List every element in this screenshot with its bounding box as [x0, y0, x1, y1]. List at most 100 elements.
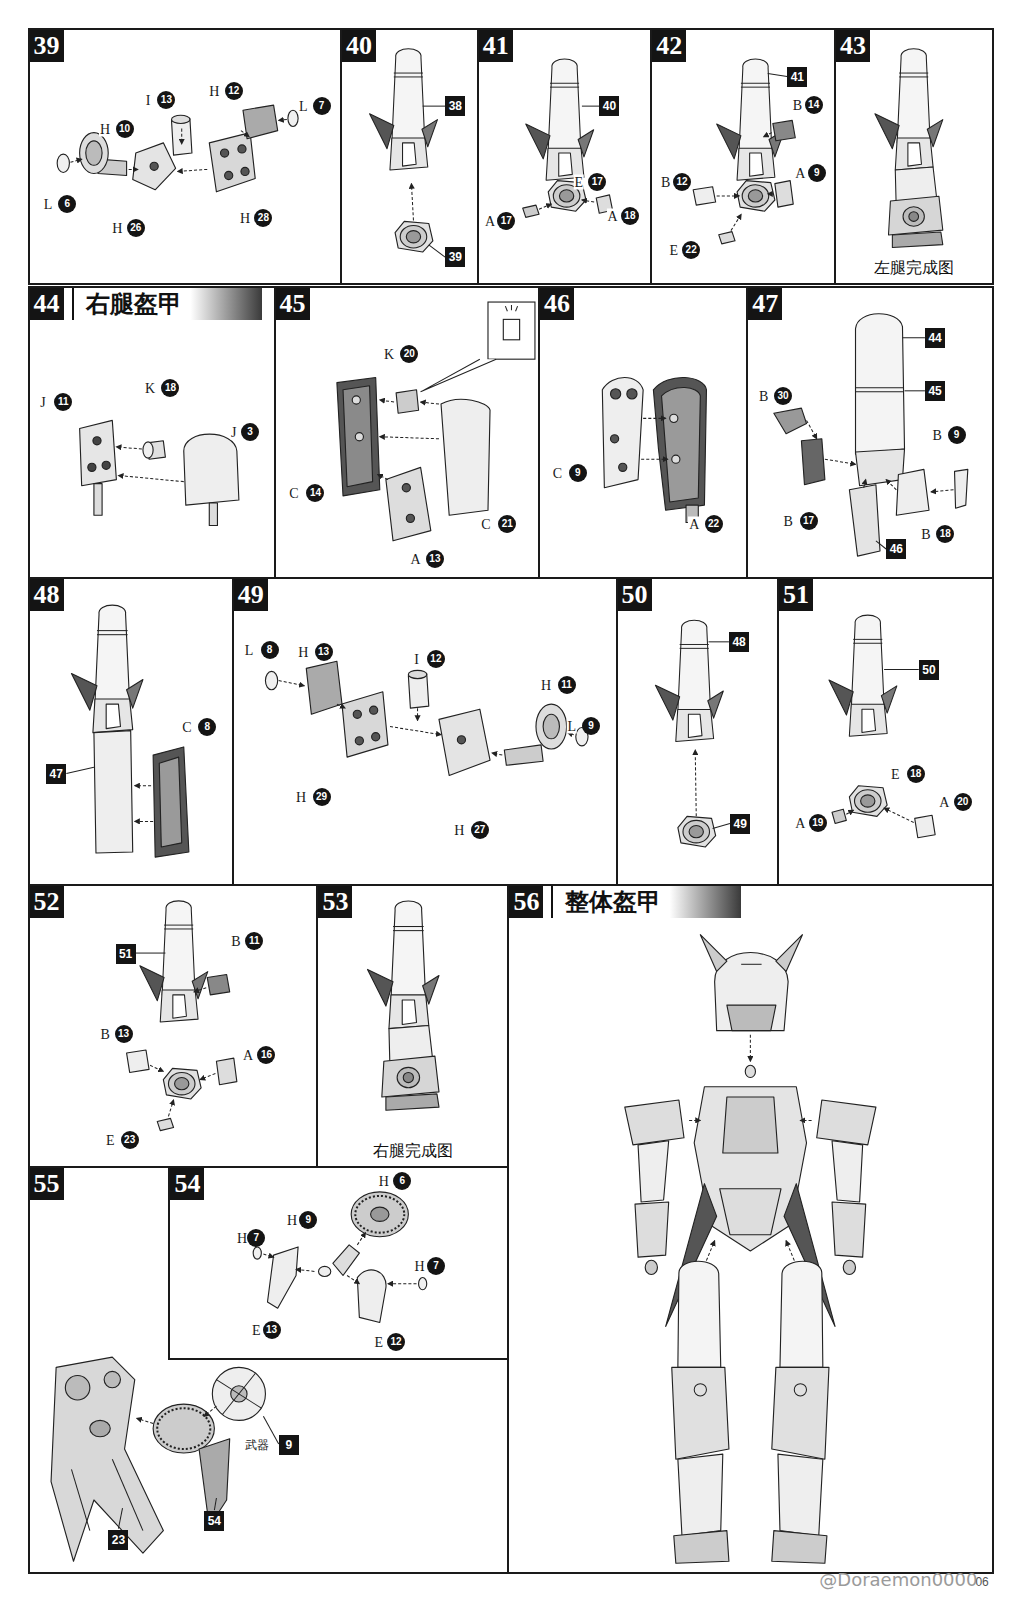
- callout-tail: [421, 359, 497, 392]
- step-panel: 40: [340, 28, 479, 285]
- step-panel: 44右腿盔甲: [28, 286, 276, 579]
- part-letter: I: [145, 93, 152, 108]
- assembly-arrow: [825, 459, 856, 464]
- part-letter: B: [792, 98, 803, 113]
- knee-spike: [927, 120, 943, 147]
- knee-cap: [862, 709, 876, 732]
- part-letter: B: [782, 513, 793, 528]
- assembly-arrow: [380, 400, 394, 402]
- part-number: 9: [808, 164, 826, 182]
- step-panel: 56整体盔甲: [507, 884, 994, 1574]
- part-number: 18: [621, 207, 639, 225]
- part-drawing: [536, 704, 567, 749]
- thigh-band: [394, 76, 423, 77]
- part-number: 7: [247, 1229, 265, 1247]
- part-drawing: [238, 145, 246, 153]
- assembly-arrow: [378, 474, 388, 479]
- assembly-arrow: [116, 447, 142, 449]
- joint-block: [678, 816, 716, 847]
- assembly-arrow: [417, 708, 418, 720]
- part-drawing: [209, 503, 217, 525]
- foot: [386, 1094, 439, 1110]
- part-letter: H: [295, 790, 307, 805]
- step-reference: 23: [108, 1530, 128, 1550]
- leader-line: [71, 1469, 89, 1530]
- thigh-band: [550, 83, 579, 84]
- knee-spike: [526, 124, 550, 159]
- knee-spike: [829, 680, 853, 715]
- knee: [93, 699, 133, 733]
- part-number: 16: [257, 1046, 275, 1064]
- part-letter: H: [297, 645, 309, 660]
- assembly-arrow: [886, 480, 896, 490]
- part-number: 8: [198, 718, 216, 736]
- part-letter: J: [39, 395, 46, 410]
- part-drawing: [355, 433, 363, 441]
- thigh: [162, 901, 195, 995]
- armor-piece: [127, 1050, 149, 1072]
- visor: [727, 1005, 776, 1031]
- joint-drawing: [678, 816, 716, 847]
- thigh: [851, 615, 884, 709]
- assembly-arrow: [181, 129, 182, 144]
- part-drawing: [439, 709, 490, 775]
- knee-cap: [750, 153, 764, 176]
- step-header: 50: [618, 579, 652, 611]
- part-number: 26: [127, 219, 145, 237]
- step-reference: 48: [729, 632, 749, 652]
- knee-spike: [368, 969, 394, 1006]
- part-letter: A: [242, 1047, 254, 1062]
- part-number: 13: [426, 550, 444, 568]
- part-drawing: [241, 167, 249, 175]
- part-number: 13: [115, 1025, 133, 1043]
- step-panel: 51: [777, 577, 994, 886]
- shoulder: [625, 1100, 684, 1145]
- ankle-joint: [397, 1067, 419, 1087]
- part-drawing: [88, 463, 96, 471]
- part-number: 9: [948, 426, 966, 444]
- part-drawing: [104, 1371, 120, 1387]
- knee: [160, 990, 198, 1022]
- leader-line: [582, 106, 599, 107]
- armor-piece: [719, 232, 735, 244]
- leader-line: [741, 964, 761, 965]
- leg-drawing: [140, 901, 208, 1022]
- step-number: 42: [652, 30, 686, 62]
- part-letter: B: [920, 526, 931, 541]
- part-letter: J: [230, 424, 237, 439]
- joint-disc: [689, 826, 703, 838]
- knee-armor: [772, 1367, 829, 1459]
- thigh: [95, 605, 130, 704]
- knee-armor: [672, 1367, 729, 1459]
- part-letter: H: [236, 1231, 248, 1246]
- part-number: 17: [588, 173, 606, 191]
- step-panel: 43左腿完成图: [834, 28, 994, 285]
- part-drawing: [337, 378, 380, 496]
- figure-side: [772, 1100, 876, 1563]
- part-number: 11: [245, 932, 263, 950]
- assembly-arrow: [279, 119, 287, 120]
- part-name: 武器: [245, 1438, 269, 1452]
- section-heading: 整体盔甲: [551, 886, 741, 918]
- assembly-arrow: [643, 418, 665, 419]
- thigh: [678, 1261, 721, 1367]
- leg-drawing: [717, 59, 785, 180]
- assembly-arrow: [135, 821, 153, 822]
- knee: [895, 138, 933, 170]
- thigh: [392, 49, 425, 143]
- joint-drawing: [163, 1068, 201, 1099]
- part-drawing: [80, 133, 109, 174]
- assembly-arrow: [846, 810, 853, 814]
- thigh: [897, 49, 930, 143]
- part-number: 22: [705, 515, 723, 533]
- step-header: 49: [234, 579, 268, 611]
- thigh-band: [853, 639, 882, 640]
- step-panel: 53右腿完成图: [316, 884, 509, 1168]
- thigh: [780, 1261, 823, 1367]
- part-drawing: [856, 314, 905, 454]
- step-number: 45: [276, 288, 310, 320]
- step-reference: 44: [925, 328, 945, 348]
- step-reference: 50: [919, 660, 939, 680]
- part-drawing: [342, 692, 388, 757]
- leader-line: [136, 953, 166, 954]
